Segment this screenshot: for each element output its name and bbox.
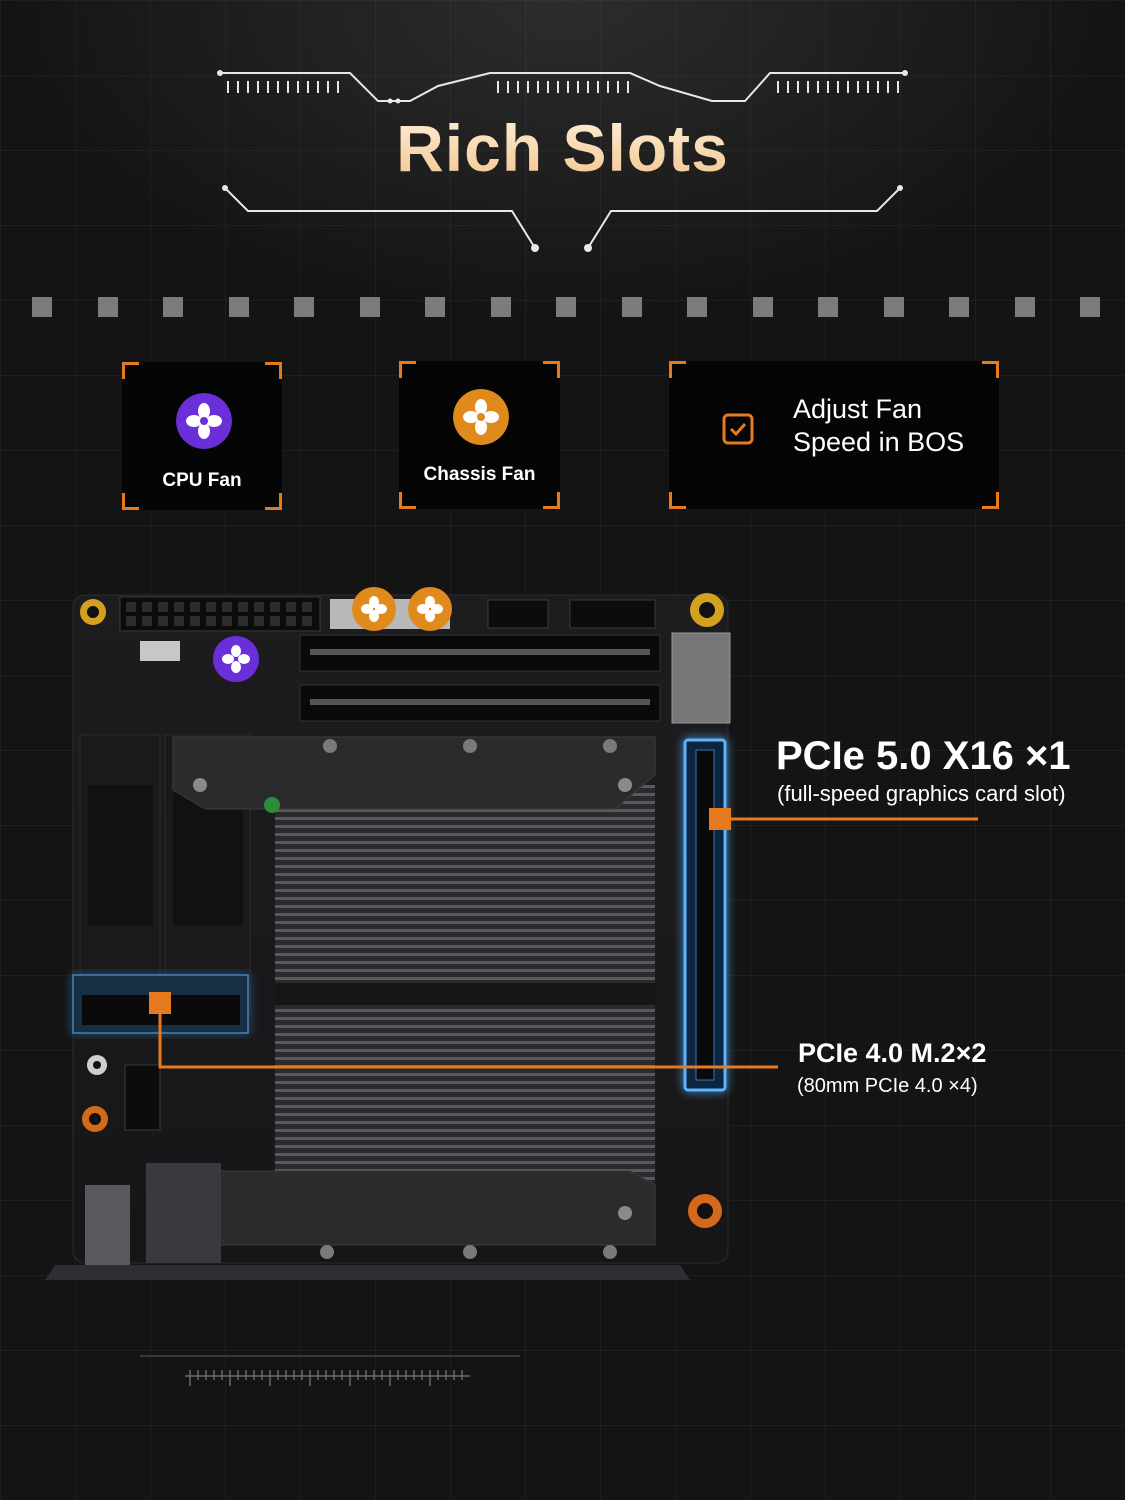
divider-square — [490, 297, 511, 317]
divider-square — [294, 297, 314, 317]
cpu-fan-label: CPU Fan — [162, 470, 242, 491]
divider-square — [1014, 297, 1035, 317]
pcie5-subtitle: (full-speed graphics card slot) — [777, 781, 1066, 806]
bottom-ruler-deco — [140, 1355, 520, 1386]
title-frame — [217, 70, 908, 252]
checkbox-icon — [722, 413, 754, 445]
divider-square — [883, 297, 904, 317]
divider-square — [752, 297, 773, 317]
chassis-fan-label: Chassis Fan — [423, 464, 536, 485]
m2-title: PCIe 4.0 M.2×2 — [798, 1038, 987, 1068]
divider-square — [163, 297, 183, 317]
motherboard-image — [45, 587, 731, 1280]
divider-square — [228, 297, 249, 317]
divider-dots — [0, 297, 1125, 319]
divider-square — [687, 297, 707, 317]
chassis-fan-icon — [453, 389, 509, 445]
adjust-fan-label: Adjust Fan Speed in BOS — [793, 393, 964, 459]
divider-square — [621, 297, 642, 317]
adjust-fan-card: Adjust Fan Speed in BOS — [669, 361, 999, 509]
m2-subtitle: (80mm PCIe 4.0 ×4) — [797, 1075, 978, 1097]
adjust-fan-line1: Adjust Fan — [793, 394, 923, 424]
divider-square — [818, 297, 838, 317]
divider-square — [425, 297, 445, 317]
page-title: Rich Slots — [0, 110, 1125, 186]
divider-square — [32, 297, 52, 317]
background-glow — [0, 0, 1125, 320]
divider-square — [359, 297, 380, 317]
divider-square — [949, 297, 969, 317]
divider-square — [97, 297, 118, 317]
cpu-fan-icon — [176, 393, 232, 449]
cpu-fan-card: CPU Fan — [122, 362, 282, 510]
divider-square — [556, 297, 576, 317]
adjust-fan-line2: Speed in BOS — [793, 427, 965, 457]
divider-square — [1080, 297, 1100, 317]
chassis-fan-card: Chassis Fan — [399, 361, 560, 509]
pcie5-title: PCIe 5.0 X16 ×1 — [776, 734, 1071, 778]
